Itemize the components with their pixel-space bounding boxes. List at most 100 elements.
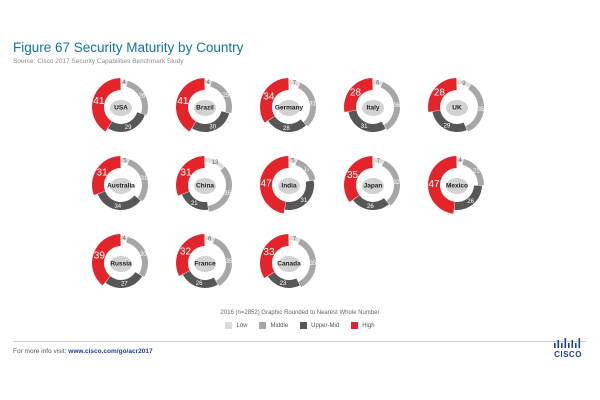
country-map-icon [110, 100, 132, 116]
country-label: Italy [366, 105, 379, 112]
country-map-icon [194, 178, 216, 194]
value-label-low: 6 [208, 236, 212, 242]
country-map-icon [194, 256, 216, 272]
segment-low [289, 158, 297, 163]
value-label-middle: 31 [309, 101, 316, 107]
segment-upper-mid [284, 180, 315, 211]
chart-legend: Low Middle Upper-Mid High [0, 322, 600, 329]
segment-high [344, 156, 373, 203]
donut-chart-grid: 4142629USA4142530Brazil3473128Germany286… [91, 78, 485, 289]
value-label-low: 13 [212, 160, 219, 166]
value-label-high: 34 [263, 91, 275, 102]
segment-upper-mid [192, 111, 230, 132]
value-label-upper-mid: 26 [367, 204, 374, 210]
segment-low [121, 158, 129, 163]
segment-middle [126, 236, 148, 278]
value-label-middle: 17 [304, 167, 311, 173]
legend-label-high: High [362, 322, 375, 329]
value-label-high: 28 [350, 88, 362, 99]
value-label-upper-mid: 29 [444, 123, 451, 129]
segment-upper-mid [348, 110, 386, 133]
country-label: Australia [107, 183, 135, 190]
segment-upper-mid [267, 272, 300, 288]
value-label-upper-mid: 27 [121, 282, 128, 288]
legend-label-middle: Middle [270, 322, 289, 329]
country-label: Germany [275, 105, 304, 112]
chart-note: 2016 (n=2852) Graphic Rounded to Nearest… [220, 310, 380, 316]
value-label-low: 7 [377, 159, 381, 165]
value-label-high: 47 [428, 179, 440, 190]
legend-label-low: Low [236, 322, 248, 329]
value-label-low: 4 [459, 158, 463, 164]
segment-middle [127, 159, 148, 202]
legend-swatch-upper-mid [300, 322, 308, 329]
value-label-upper-mid: 28 [283, 126, 290, 132]
segment-low [121, 236, 128, 241]
value-label-high: 39 [94, 251, 106, 262]
value-label-low: 9 [462, 81, 466, 87]
legend-item-middle: Middle [259, 322, 288, 329]
footer-link[interactable]: www.cisco.com/go/acr2017 [68, 348, 153, 355]
value-label-middle: 35 [224, 191, 231, 197]
value-label-middle: 26 [139, 93, 146, 99]
value-label-upper-mid: 31 [301, 198, 308, 204]
country-label: China [196, 183, 214, 190]
value-label-low: 5 [123, 158, 127, 164]
country-label: Canada [277, 261, 301, 268]
segment-high [343, 78, 373, 112]
segment-high [176, 234, 205, 276]
segment-high [260, 234, 289, 279]
segment-high [427, 78, 457, 112]
segment-upper-mid [182, 270, 218, 288]
segment-middle [462, 158, 485, 186]
segment-upper-mid [353, 195, 389, 211]
value-label-middle: 25 [222, 93, 229, 99]
footer: For more info visit: www.cisco.com/go/ac… [13, 348, 153, 355]
value-label-upper-mid: 23 [280, 281, 287, 287]
segment-high [259, 78, 289, 123]
segment-low [457, 80, 471, 88]
legend-item-high: High [351, 322, 375, 329]
segment-middle [210, 80, 232, 114]
segment-upper-mid [181, 191, 209, 210]
segment-middle [126, 80, 148, 115]
value-label-upper-mid: 34 [114, 204, 121, 210]
country-map-icon [362, 178, 384, 194]
country-map-icon [194, 100, 216, 116]
segment-middle [380, 81, 401, 131]
segment-high [92, 156, 121, 196]
value-label-upper-mid: 31 [361, 124, 368, 130]
segment-high [92, 234, 121, 286]
value-label-middle: 35 [226, 259, 233, 265]
country-map-icon [446, 178, 468, 194]
country-map-icon [446, 100, 468, 116]
legend-swatch-high [351, 322, 359, 329]
country-label: Brazil [196, 105, 214, 112]
country-label: UK [452, 105, 462, 112]
segment-middle [212, 237, 232, 286]
segment-high [91, 78, 121, 132]
value-label-upper-mid: 21 [191, 201, 198, 207]
cisco-logo: CISCO [548, 336, 588, 364]
segment-middle [465, 84, 485, 132]
value-label-middle: 30 [140, 252, 147, 258]
value-label-low: 4 [122, 80, 126, 86]
segment-middle [381, 160, 401, 206]
legend-swatch-middle [259, 322, 267, 329]
country-map-icon [278, 100, 300, 116]
segment-middle [297, 82, 317, 127]
legend-item-upper-mid: Upper-Mid [300, 322, 339, 329]
value-label-upper-mid: 26 [196, 281, 203, 287]
